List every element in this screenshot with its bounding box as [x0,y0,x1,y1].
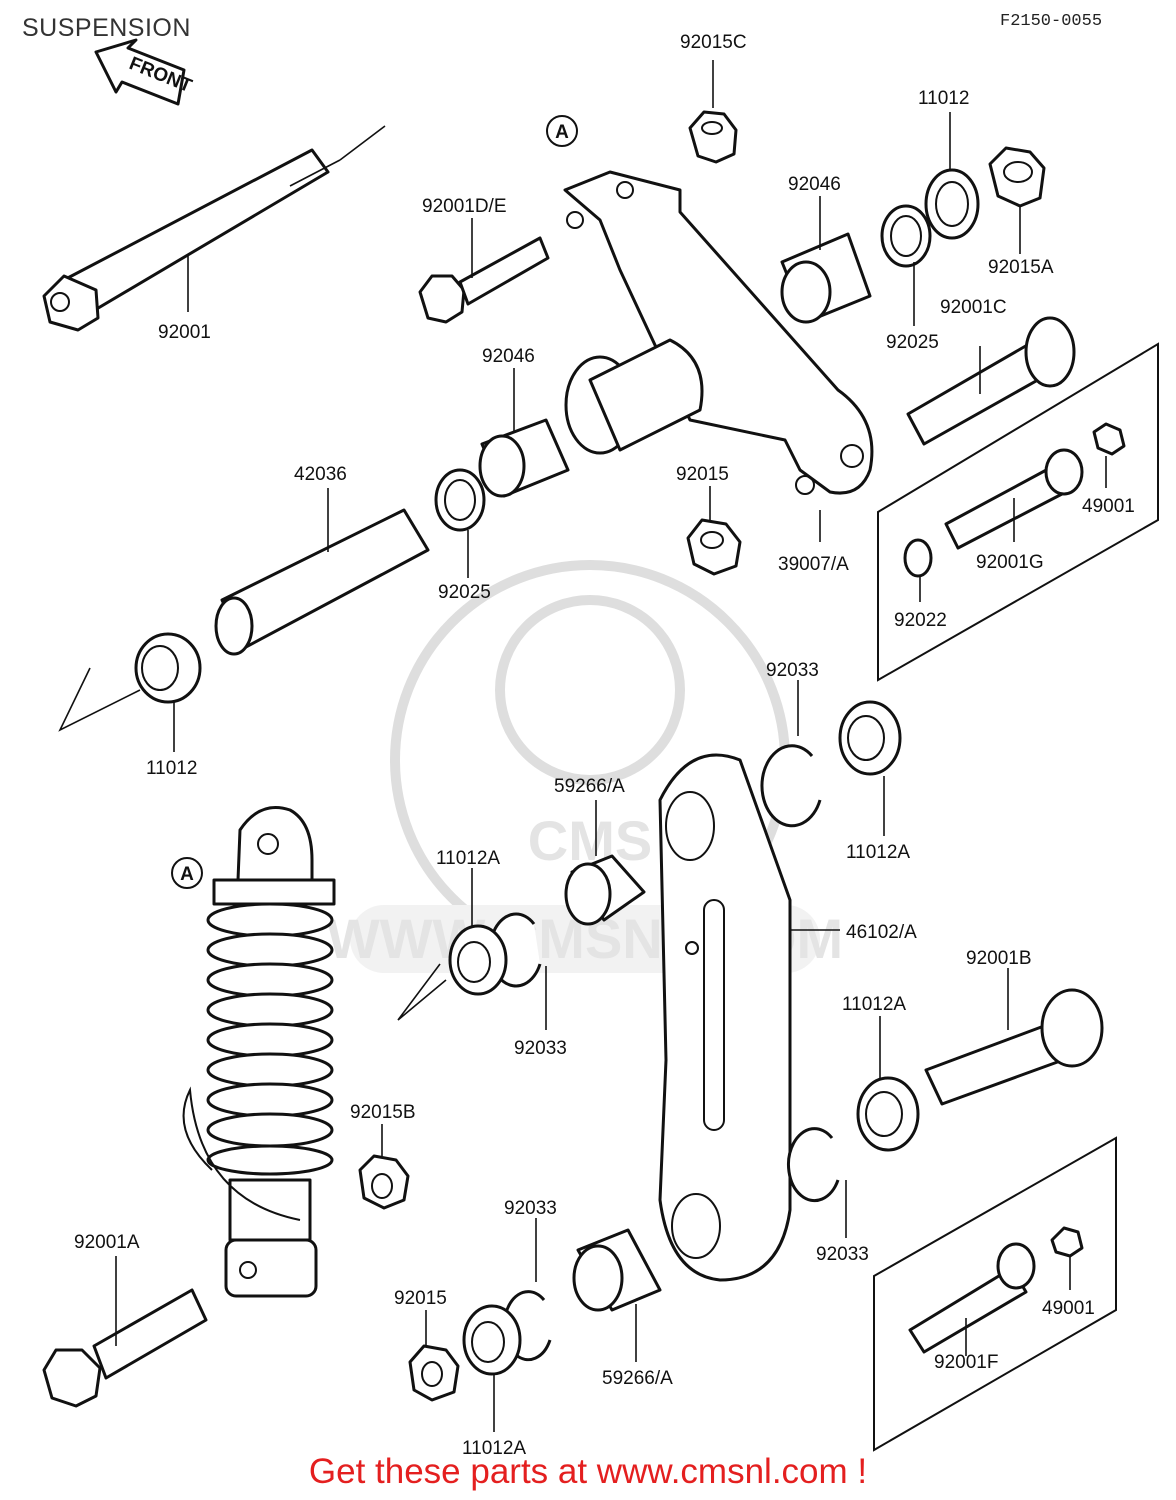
part-label-59266a-top: 59266/A [554,776,625,797]
nut-49001-top [1092,422,1126,456]
tie-rod-46102a [658,753,792,1282]
pivot-shaft-92001 [42,125,386,332]
seal-92025-mid [434,468,486,532]
part-label-92001b: 92001B [966,948,1032,969]
spacer-42036 [214,508,430,656]
part-label-42036: 42036 [294,464,347,485]
nut-92015b [358,1154,410,1210]
part-label-92015c: 92015C [680,32,747,53]
diagram-code: F2150-0055 [1000,12,1103,31]
part-label-92046-mid: 92046 [482,346,535,367]
part-label-92046-top: 92046 [788,174,841,195]
part-label-11012a-left: 11012A [436,848,500,869]
nut-92015c [688,110,738,164]
part-label-92015-bottom: 92015 [394,1288,447,1309]
ref-mark-a-top: A [546,115,578,147]
ref-mark-a-bottom: A [171,857,203,889]
part-label-92015-top: 92015 [676,464,729,485]
circlip-92033-right [786,1127,840,1203]
part-label-11012a-mid: 11012A [842,994,906,1015]
part-label-92033-top: 92033 [766,660,819,681]
shock-spring [206,902,334,1176]
subassembly-box-top [877,342,1159,682]
page-title: SUSPENSION [22,14,191,42]
part-label-92033-bottom: 92033 [504,1198,557,1219]
front-arrow-icon [94,38,186,106]
shock-absorber [182,806,336,1298]
washer-92022 [903,538,933,578]
part-label-11012-top: 11012 [918,88,969,109]
part-label-46102a: 46102/A [846,922,917,943]
bolt-92001f [908,1242,1036,1354]
part-label-11012a-bottom: 11012A [462,1438,526,1459]
leader-lines [115,60,1107,1432]
part-label-11012-left: 11012 [146,758,197,779]
subassembly-box-bottom [873,1136,1117,1452]
part-label-92033-right: 92033 [816,1244,869,1265]
part-labels: 92015C 11012 92046 92001D/E 92015A 92001… [74,32,1135,1459]
footer-cta-link[interactable]: Get these parts at www.cmsnl.com ! [308,1452,868,1491]
part-label-92001: 92001 [158,322,211,343]
part-label-92025-mid: 92025 [438,582,491,603]
bolt-92001g [944,448,1084,550]
bearing-92046-top [780,232,872,324]
seal-92025-top [880,204,932,268]
part-label-92001c: 92001C [940,297,1007,318]
collar-59266a-top [564,854,646,926]
part-label-11012a-right: 11012A [846,842,910,863]
nut-49001-bottom [1050,1226,1084,1258]
part-label-59266a-bottom: 59266/A [602,1368,673,1389]
collar-11012-top [924,168,980,240]
nut-92015-bottom [408,1344,460,1402]
bearing-92046-mid [478,418,570,498]
part-label-92022: 92022 [894,610,947,631]
part-label-92001f: 92001F [934,1352,998,1373]
part-label-39007a: 39007/A [778,554,849,575]
svg-text:A: A [180,864,194,885]
nut-92015-top [686,518,742,576]
part-label-92025-top: 92025 [886,332,939,353]
part-label-92033-left: 92033 [514,1038,567,1059]
rocker-arm-39007 [563,170,874,495]
bearing-11012a-left [397,924,508,1021]
svg-text:A: A [555,122,569,143]
front-direction-arrow: FRONT [94,38,195,106]
bearing-11012a-right [838,700,902,776]
collar-59266a-bottom [572,1228,662,1312]
part-label-49001-bottom: 49001 [1042,1298,1095,1319]
part-label-92015b: 92015B [350,1102,416,1123]
part-label-92001g: 92001G [976,552,1044,573]
part-label-92015a: 92015A [988,257,1054,278]
bearing-11012a-bottom [462,1304,522,1376]
part-label-92001a: 92001A [74,1232,140,1253]
circlip-92033-top [760,744,822,828]
part-label-92001de: 92001D/E [422,196,507,217]
bolt-92001b [924,988,1104,1106]
part-label-49001-top: 49001 [1082,496,1135,517]
collar-11012-left [58,632,202,732]
watermark-logo-text: CMS [528,809,652,872]
shock-reservoir-hose [182,1086,301,1221]
nut-92015a [988,146,1046,208]
bolt-92001a [42,1288,208,1408]
bolt-92001de [418,236,550,324]
watermark-logo-face [495,595,685,785]
bearing-11012a-mid [856,1076,920,1152]
